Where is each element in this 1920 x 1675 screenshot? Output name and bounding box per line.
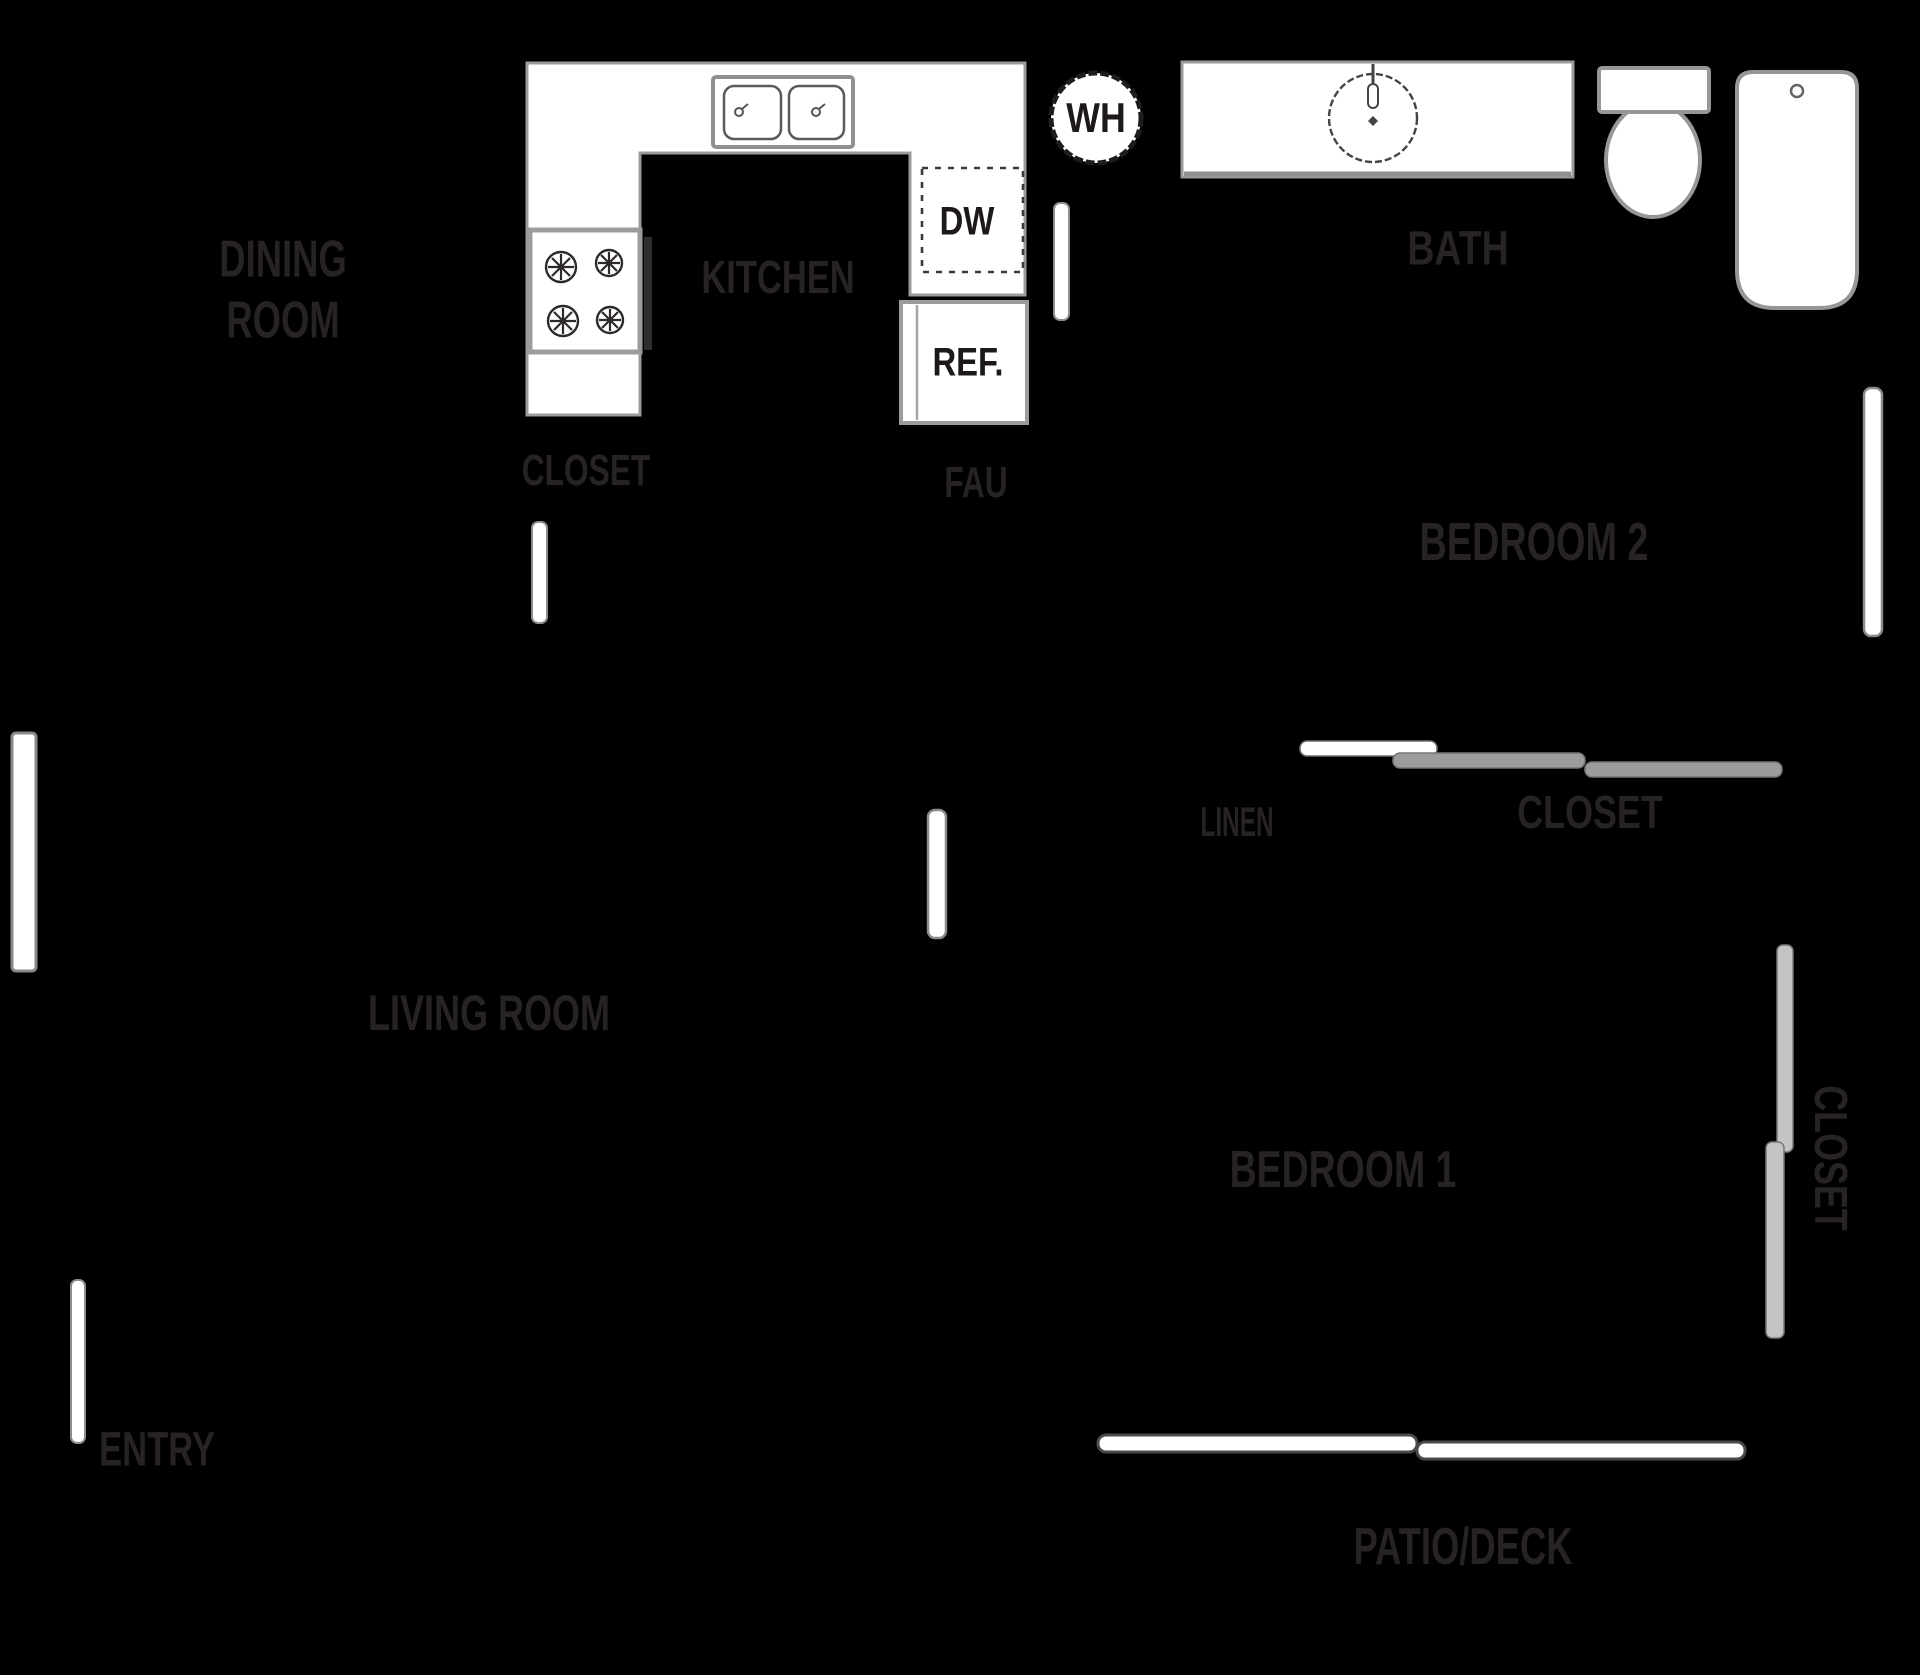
refrigerator-label: REF. [932, 340, 1004, 385]
kitchen-counter [525, 61, 1027, 417]
toilet [1597, 66, 1711, 219]
kitchen-label: KITCHEN [701, 251, 855, 303]
dining-room-label-line2: ROOM [226, 292, 340, 350]
living-room-label: LIVING ROOM [368, 985, 610, 1041]
linen-label: LINEN [1200, 798, 1274, 845]
bedroom2-closet-door-gray2 [1584, 761, 1783, 778]
water-heater-label: WH [1066, 94, 1126, 141]
bath-vanity [1180, 60, 1575, 179]
bedroom1-closet-door-1 [1776, 944, 1794, 1153]
bedroom1-label: BEDROOM 1 [1229, 1141, 1457, 1199]
dining-room-label: DINING ROOM [192, 230, 374, 353]
patio-deck-label: PATIO/DECK [1353, 1518, 1573, 1576]
bedroom1-closet-door-2 [1765, 1141, 1785, 1339]
fau-label: FAU [944, 458, 1008, 507]
dishwasher-label: DW [939, 199, 995, 244]
kitchen-closet-label: CLOSET [521, 446, 651, 495]
bath-label: BATH [1407, 222, 1509, 276]
entry-door-segment [70, 1279, 86, 1444]
entry-label: ENTRY [99, 1423, 215, 1477]
kitchen-sink [711, 75, 855, 149]
bathtub [1735, 70, 1859, 310]
stove [527, 227, 643, 355]
patio-door-segment-2 [1415, 1440, 1747, 1461]
wall-segments [10, 202, 1884, 1461]
bedroom2-label: BEDROOM 2 [1419, 512, 1649, 572]
kitchen-pass-segment [1053, 202, 1070, 321]
hall-segment [926, 808, 948, 940]
refrigerator-box [899, 300, 1029, 425]
patio-door-segment-1 [1096, 1433, 1419, 1454]
dishwasher-outline [920, 166, 1025, 274]
dining-room-label-line1: DINING [219, 230, 347, 289]
water-heater-circle [1048, 70, 1144, 166]
stove-side-line [644, 237, 652, 350]
bedroom1-closet-label: CLOSET [1805, 1085, 1857, 1231]
bedroom2-right-wall-segment [1862, 386, 1884, 638]
left-wall-segment [10, 731, 38, 973]
bedroom2-closet-label: CLOSET [1517, 786, 1663, 838]
kitchen-closet-segment [531, 521, 548, 624]
bedroom2-closet-door-gray1 [1392, 752, 1586, 769]
